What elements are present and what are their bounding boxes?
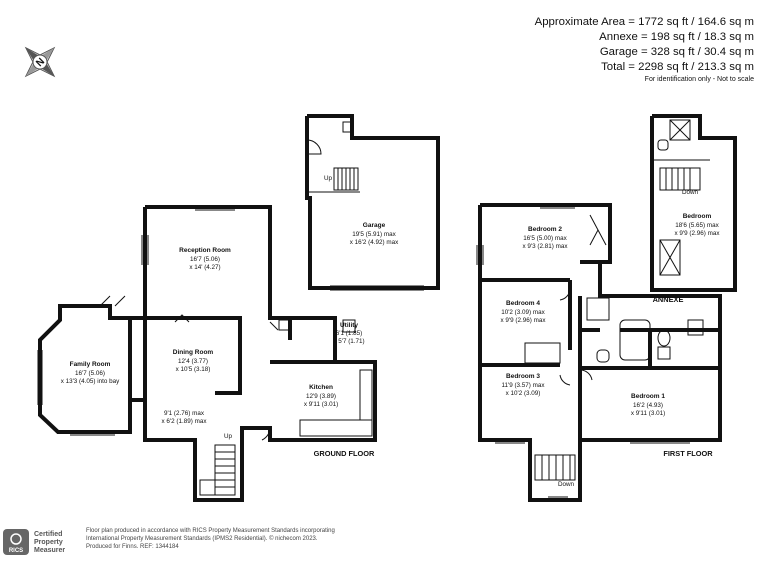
garage-dim2: x 16'2 (4.92) max — [350, 239, 399, 246]
kitchen-dim2: x 9'11 (3.01) — [304, 401, 338, 408]
bedroom2-dim2: x 9'3 (2.81) max — [523, 243, 569, 250]
bedroom3-dim2: x 10'2 (3.09) — [506, 390, 541, 397]
cert-line-2: Property — [34, 539, 63, 546]
family-dim1: 16'7 (5.06) — [75, 370, 105, 377]
utility-label: Utility — [340, 322, 358, 329]
reception-dim1: 16'7 (5.06) — [190, 256, 220, 263]
family-label: Family Room — [70, 361, 111, 368]
garage-dim1: 19'5 (5.91) max — [352, 231, 396, 238]
bedroom2-dim1: 16'5 (5.00) max — [523, 235, 567, 242]
ground-floor-plan — [37, 114, 440, 502]
rics-logo-text: RICS — [9, 548, 23, 554]
bedroom3-dim1: 11'9 (3.57) max — [501, 382, 545, 389]
annexe-stairs-down-label: Down — [682, 189, 699, 196]
scale-note: For identification only - Not to scale — [644, 76, 754, 83]
reception-label: Reception Room — [179, 247, 231, 254]
first-floor-stairs — [534, 454, 576, 481]
ground-floor-label: GROUND FLOOR — [314, 449, 375, 458]
first-floor-label: FIRST FLOOR — [663, 449, 713, 458]
total-area: Total = 2298 sq ft / 213.3 sq m — [601, 61, 754, 73]
bedroom1-dim2: x 9'11 (3.01) — [631, 410, 665, 417]
annexe-area: Annexe = 198 sq ft / 18.3 sq m — [599, 31, 754, 43]
hall-dim2: x 6'2 (1.89) max — [162, 418, 208, 425]
rics-logo: RICS — [3, 529, 29, 555]
bedroom4-dim1: 10'2 (3.09) max — [501, 309, 545, 316]
hall-stairs — [199, 444, 236, 496]
dining-dim2: x 10'5 (3.18) — [176, 366, 211, 373]
disclaimer-line-1: Floor plan produced in accordance with R… — [86, 528, 335, 534]
first-floor-stairs-down-label: Down — [558, 481, 575, 488]
kitchen-dim1: 12'9 (3.89) — [306, 393, 336, 400]
hall-dim1: 9'1 (2.76) max — [164, 410, 205, 417]
compass-icon: N — [24, 46, 56, 78]
dining-dim1: 12'4 (3.77) — [178, 358, 208, 365]
annexe-stairs — [659, 167, 701, 191]
bedroom1-label: Bedroom 1 — [631, 393, 665, 400]
annexe-bedroom-dim2: x 9'9 (2.96) max — [675, 230, 721, 237]
garage-label: Garage — [363, 222, 386, 229]
garage-area: Garage = 328 sq ft / 30.4 sq m — [599, 46, 754, 58]
garage-stairs — [333, 167, 359, 191]
utility-dim1: 6'1 (1.85) — [336, 330, 362, 337]
reception-dim2: x 14' (4.27) — [189, 264, 220, 271]
bedroom4-label: Bedroom 4 — [506, 300, 540, 307]
dining-label: Dining Room — [173, 349, 214, 356]
bedroom2-label: Bedroom 2 — [528, 226, 562, 233]
certified-property-measurer: Certified Property Measurer — [34, 531, 65, 555]
annexe-bedroom-label: Bedroom — [683, 213, 712, 220]
utility-dim2: x 5'7 (1.71) — [333, 338, 364, 345]
first-floor-plan — [476, 203, 722, 502]
bedroom1-dim1: 16'2 (4.93) — [633, 402, 663, 409]
bedroom4-dim2: x 9'9 (2.96) max — [501, 317, 547, 324]
annexe-bedroom-dim1: 18'6 (5.65) max — [675, 222, 719, 229]
disclaimer-line-3: Produced for Finns. REF: 1344184 — [86, 544, 179, 550]
cert-line-3: Measurer — [34, 547, 66, 554]
annexe-plan — [650, 114, 737, 292]
hall-stairs-up-label: Up — [224, 433, 233, 440]
bedroom3-label: Bedroom 3 — [506, 373, 540, 380]
cert-line-1: Certified — [34, 531, 63, 538]
family-dim2: x 13'3 (4.05) into bay — [61, 378, 120, 385]
disclaimer-line-2: International Property Measurement Stand… — [86, 536, 318, 542]
approximate-area: Approximate Area = 1772 sq ft / 164.6 sq… — [534, 16, 754, 28]
garage-stairs-up-label: Up — [324, 175, 333, 182]
kitchen-label: Kitchen — [309, 384, 333, 391]
annexe-label: ANNEXE — [653, 295, 684, 304]
